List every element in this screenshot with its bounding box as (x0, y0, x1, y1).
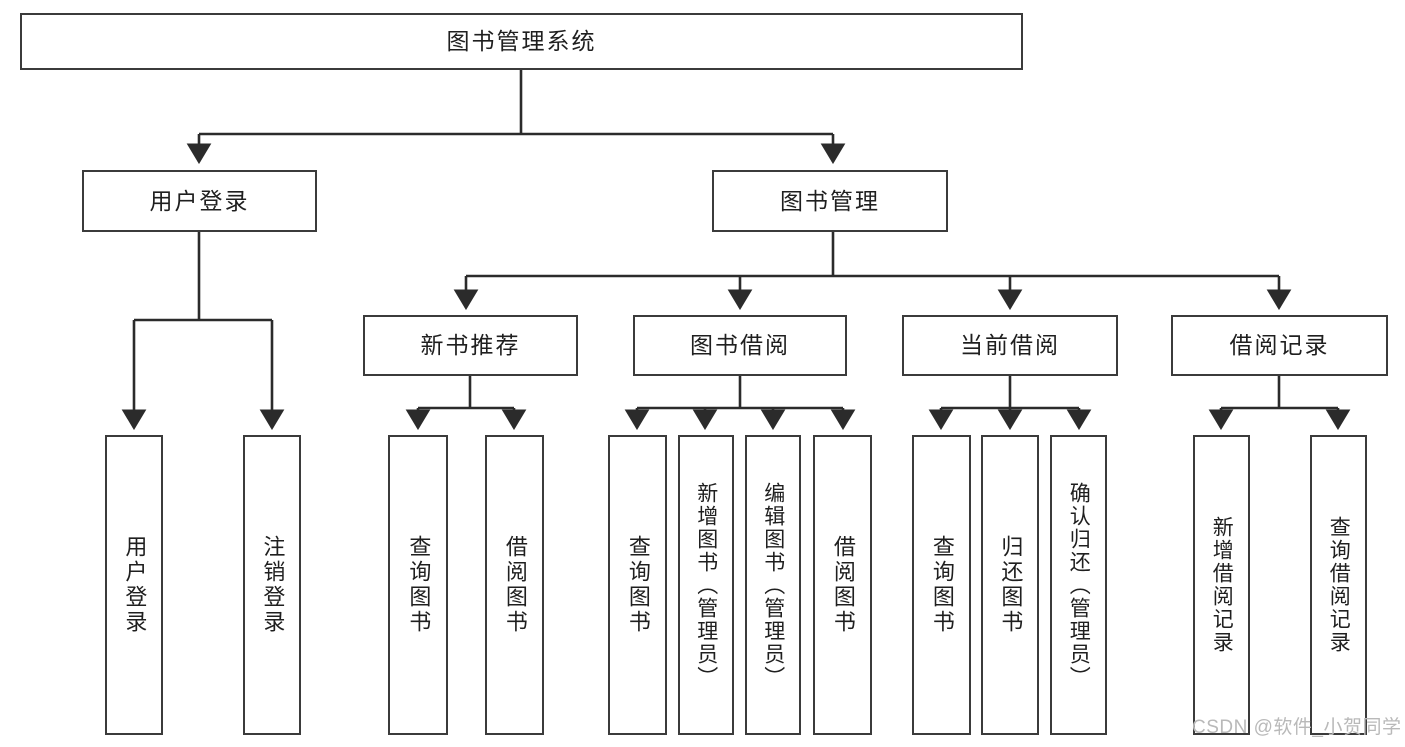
node-leaf-logout-label: 注销登录 (260, 535, 286, 635)
node-leaf-borrow-book-1[interactable]: 借阅图书 (485, 435, 544, 735)
node-leaf-logout[interactable]: 注销登录 (243, 435, 301, 735)
node-leaf-user-login[interactable]: 用户登录 (105, 435, 163, 735)
node-leaf-edit-book-admin-label: 编辑图书（管理员） (761, 481, 785, 689)
node-new-book-rec[interactable]: 新书推荐 (363, 315, 578, 376)
node-leaf-confirm-return-admin[interactable]: 确认归还（管理员） (1050, 435, 1107, 735)
node-leaf-query-book-2-label: 查询图书 (625, 535, 651, 635)
node-book-borrow[interactable]: 图书借阅 (633, 315, 847, 376)
node-leaf-query-book-2[interactable]: 查询图书 (608, 435, 667, 735)
node-leaf-query-borrow-record[interactable]: 查询借阅记录 (1310, 435, 1367, 735)
node-new-book-rec-label: 新书推荐 (420, 332, 521, 359)
node-book-manage-label: 图书管理 (780, 187, 880, 214)
node-leaf-add-book-admin-label: 新增图书（管理员） (694, 481, 718, 689)
node-leaf-borrow-book-1-label: 借阅图书 (502, 535, 528, 635)
node-leaf-add-book-admin[interactable]: 新增图书（管理员） (678, 435, 734, 735)
node-leaf-query-borrow-record-label: 查询借阅记录 (1327, 516, 1351, 654)
node-leaf-query-book-1-label: 查询图书 (406, 535, 432, 635)
node-root-label: 图书管理系统 (446, 28, 597, 55)
node-book-borrow-label: 图书借阅 (690, 332, 790, 359)
node-leaf-add-borrow-record[interactable]: 新增借阅记录 (1193, 435, 1250, 735)
node-user-login-label: 用户登录 (149, 187, 250, 214)
node-current-borrow[interactable]: 当前借阅 (902, 315, 1118, 376)
node-borrow-record[interactable]: 借阅记录 (1171, 315, 1388, 376)
node-current-borrow-label: 当前借阅 (960, 332, 1060, 359)
node-borrow-record-label: 借阅记录 (1229, 332, 1330, 359)
node-root[interactable]: 图书管理系统 (20, 13, 1023, 70)
node-leaf-user-login-label: 用户登录 (122, 535, 148, 635)
node-leaf-add-borrow-record-label: 新增借阅记录 (1210, 516, 1234, 654)
node-leaf-confirm-return-admin-label: 确认归还（管理员） (1067, 481, 1091, 689)
node-leaf-return-book-label: 归还图书 (998, 535, 1024, 635)
node-leaf-query-book-1[interactable]: 查询图书 (388, 435, 448, 735)
node-leaf-borrow-book-2-label: 借阅图书 (830, 535, 856, 635)
node-book-manage[interactable]: 图书管理 (712, 170, 948, 232)
node-user-login[interactable]: 用户登录 (82, 170, 317, 232)
node-leaf-edit-book-admin[interactable]: 编辑图书（管理员） (745, 435, 801, 735)
node-leaf-return-book[interactable]: 归还图书 (981, 435, 1039, 735)
watermark-text: CSDN @软件_小贺同学 (1192, 717, 1402, 738)
node-leaf-query-book-3[interactable]: 查询图书 (912, 435, 971, 735)
node-leaf-borrow-book-2[interactable]: 借阅图书 (813, 435, 872, 735)
node-leaf-query-book-3-label: 查询图书 (929, 535, 955, 635)
